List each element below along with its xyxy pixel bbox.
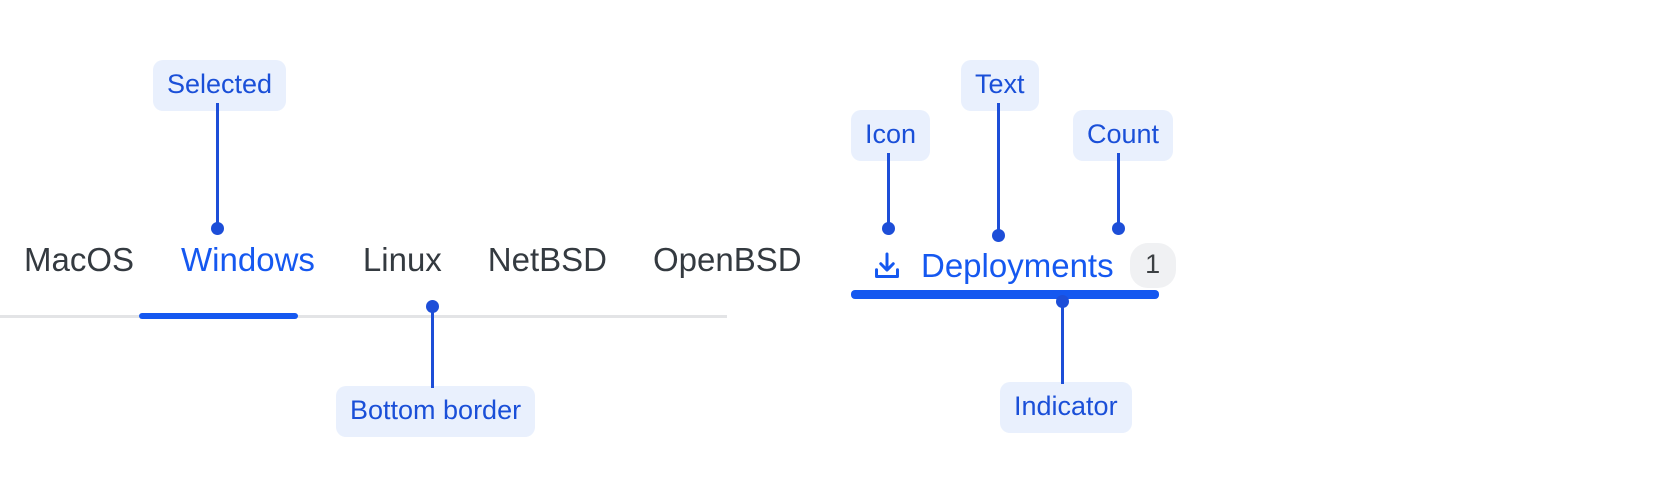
connector-dot-count <box>1112 222 1125 235</box>
callout-indicator: Indicator <box>1000 382 1132 433</box>
tab-openbsd[interactable]: OpenBSD <box>653 241 802 278</box>
deployments-download-icon <box>875 251 899 278</box>
connector-selected <box>216 103 219 227</box>
tab-windows-indicator <box>139 313 298 319</box>
tab-list: MacOS Windows Linux NetBSD OpenBSD <box>0 243 802 276</box>
deployments-indicator <box>851 290 1159 299</box>
right-tab-group: Deployments 1 <box>851 243 1176 313</box>
connector-indicator <box>1061 300 1064 384</box>
deployments-label: Deployments <box>921 247 1114 284</box>
connector-dot-bottom-border <box>426 300 439 313</box>
callout-bottom-border: Bottom border <box>336 386 536 437</box>
tab-linux[interactable]: Linux <box>362 241 442 278</box>
connector-count <box>1117 153 1120 228</box>
tab-deployments[interactable]: Deployments 1 <box>870 243 1176 288</box>
callout-selected: Selected <box>153 60 287 111</box>
callout-icon: Icon <box>851 110 931 161</box>
connector-dot-text <box>992 229 1005 242</box>
tab-windows[interactable]: Windows <box>181 241 315 278</box>
left-tab-group: MacOS Windows Linux NetBSD OpenBSD <box>0 243 802 318</box>
connector-dot-icon <box>882 222 895 235</box>
tab-netbsd[interactable]: NetBSD <box>487 241 608 278</box>
tab-macos[interactable]: MacOS <box>24 241 135 278</box>
tabs-bottom-border <box>0 315 727 318</box>
callout-count: Count <box>1073 110 1174 161</box>
connector-bottom-border <box>431 306 434 388</box>
connector-text <box>997 103 1000 234</box>
connector-icon <box>887 153 890 228</box>
callout-text: Text <box>961 60 1039 111</box>
connector-dot-indicator <box>1056 295 1069 308</box>
connector-dot-selected <box>211 222 224 235</box>
deployments-count-badge: 1 <box>1129 243 1176 288</box>
